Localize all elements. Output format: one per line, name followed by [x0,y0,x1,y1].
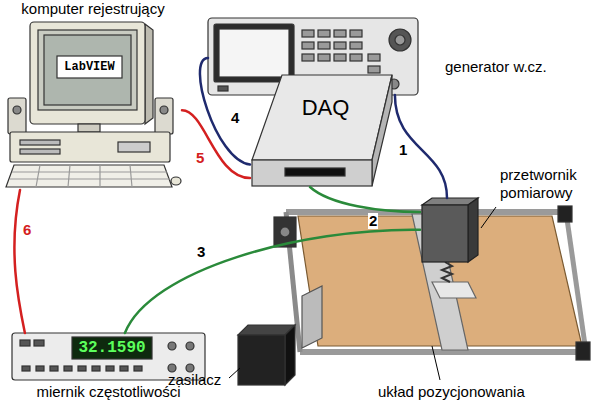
counter-illustration-part [72,337,152,359]
generator-illustration-part [350,30,362,37]
cable-connector [395,95,447,198]
generator-illustration-part [218,86,228,91]
transducer-illustration-part [468,198,478,262]
cable-connector [182,110,250,178]
callout-number: 3 [196,244,206,260]
generator-illustration-part [350,42,362,49]
daq-box: DAQ [250,75,395,187]
counter-illustration-part [168,342,176,350]
counter-illustration-part [50,366,58,371]
computer-illustration [6,22,181,187]
computer-illustration-part [10,132,170,162]
transducer-illustration [422,198,496,298]
callout-number: 2 [368,213,378,229]
screen-text: LabVIEW [57,56,122,78]
callout-number: 5 [195,150,205,166]
counter-illustration-part [22,366,30,371]
cable-connector [310,187,420,212]
device-caption: generator w.cz. [445,58,567,76]
generator-illustration-part [334,54,346,61]
computer-illustration-part [57,56,122,78]
device-caption: przetwornik pomiarowy [500,166,592,202]
daq-illustration-part [252,160,372,186]
counter-illustration-part [78,366,86,371]
counter-illustration-part [64,366,72,371]
signal-generator: generator w.cz. [208,18,418,95]
generator-illustration-part [389,29,411,51]
computer-illustration-part [44,35,131,105]
daq-illustration-part [285,168,345,176]
positioning-stage-illustration-part [285,325,295,385]
generator-illustration-part [368,66,380,73]
computer-illustration-part [38,30,137,110]
transducer-illustration-part [481,207,496,228]
computer-illustration-part [160,106,168,114]
transducer-illustration-part [442,262,452,282]
callout-number: 6 [22,222,32,238]
counter-illustration-part [106,366,114,371]
display-reading: 32.1590 [72,337,152,359]
positioning-stage-illustration-part [558,206,572,222]
computer-illustration-part [20,140,60,145]
daq-illustration [252,75,392,186]
counter-illustration-part [134,366,142,371]
counter-illustration-part [36,366,44,371]
counter-illustration-part [34,340,44,346]
transducer-illustration-part [422,205,468,262]
computer-illustration-part [145,24,153,124]
generator-illustration-part [334,30,346,37]
callout-number: 4 [230,110,240,126]
part-label: układ pozycjonowania [378,383,525,401]
generator-illustration-part [318,54,330,61]
generator-illustration-part [318,42,330,49]
computer-illustration-part [155,98,173,134]
computer-illustration-part [30,22,145,124]
counter-illustration-part [20,340,30,346]
computer-illustration-part [6,165,172,187]
generator-illustration-part [350,54,362,61]
daq-illustration-part [252,75,392,160]
part-label: zasilacz [168,371,221,389]
positioning-stage-illustration-part [566,212,586,352]
device-caption: komputer rejestrujący [4,0,182,18]
computer-illustration-part [171,177,181,185]
measuring-transducer: przetwornik pomiarowy [420,198,480,263]
generator-illustration-part [395,35,405,45]
positioning-stage-illustration-part [432,346,440,380]
generator-illustration-part [214,24,294,82]
positioning-stage-illustration-part [302,286,322,348]
counter-illustration-part [120,366,128,371]
cable-connector [200,58,250,165]
positioning-stage-illustration-part [280,227,290,237]
positioning-stage-illustration-part [238,335,285,385]
computer-illustration-part [20,149,60,154]
generator-illustration-part [334,42,346,49]
generator-illustration-part [302,54,314,61]
positioning-stage-illustration [229,206,590,385]
generator-illustration-part [368,54,380,61]
transducer-illustration-part [432,282,476,298]
generator-illustration-part [302,42,314,49]
counter-illustration-part [186,342,194,350]
counter-illustration-part [186,364,194,372]
computer-illustration-part [78,124,100,132]
computer-illustration-part [8,98,26,134]
daq-illustration-part [372,75,392,186]
computer-illustration-part [118,142,150,152]
generator-illustration-part [318,30,330,37]
generator-illustration-part [302,30,314,37]
counter-illustration-part [168,364,176,372]
device-title: DAQ [278,95,373,121]
cable-connector [14,190,24,333]
positioning-stage-illustration-part [229,368,240,378]
counter-illustration-part [92,366,100,371]
cable-connector [125,230,420,333]
callout-number: 1 [398,142,408,158]
generator-illustration-part [219,29,289,77]
positioning-stage-illustration-part [576,342,590,360]
computer-unit: komputer rejestrującyLabVIEW [4,0,182,190]
computer-illustration-part [13,106,21,114]
computer-illustration-part [10,165,170,187]
